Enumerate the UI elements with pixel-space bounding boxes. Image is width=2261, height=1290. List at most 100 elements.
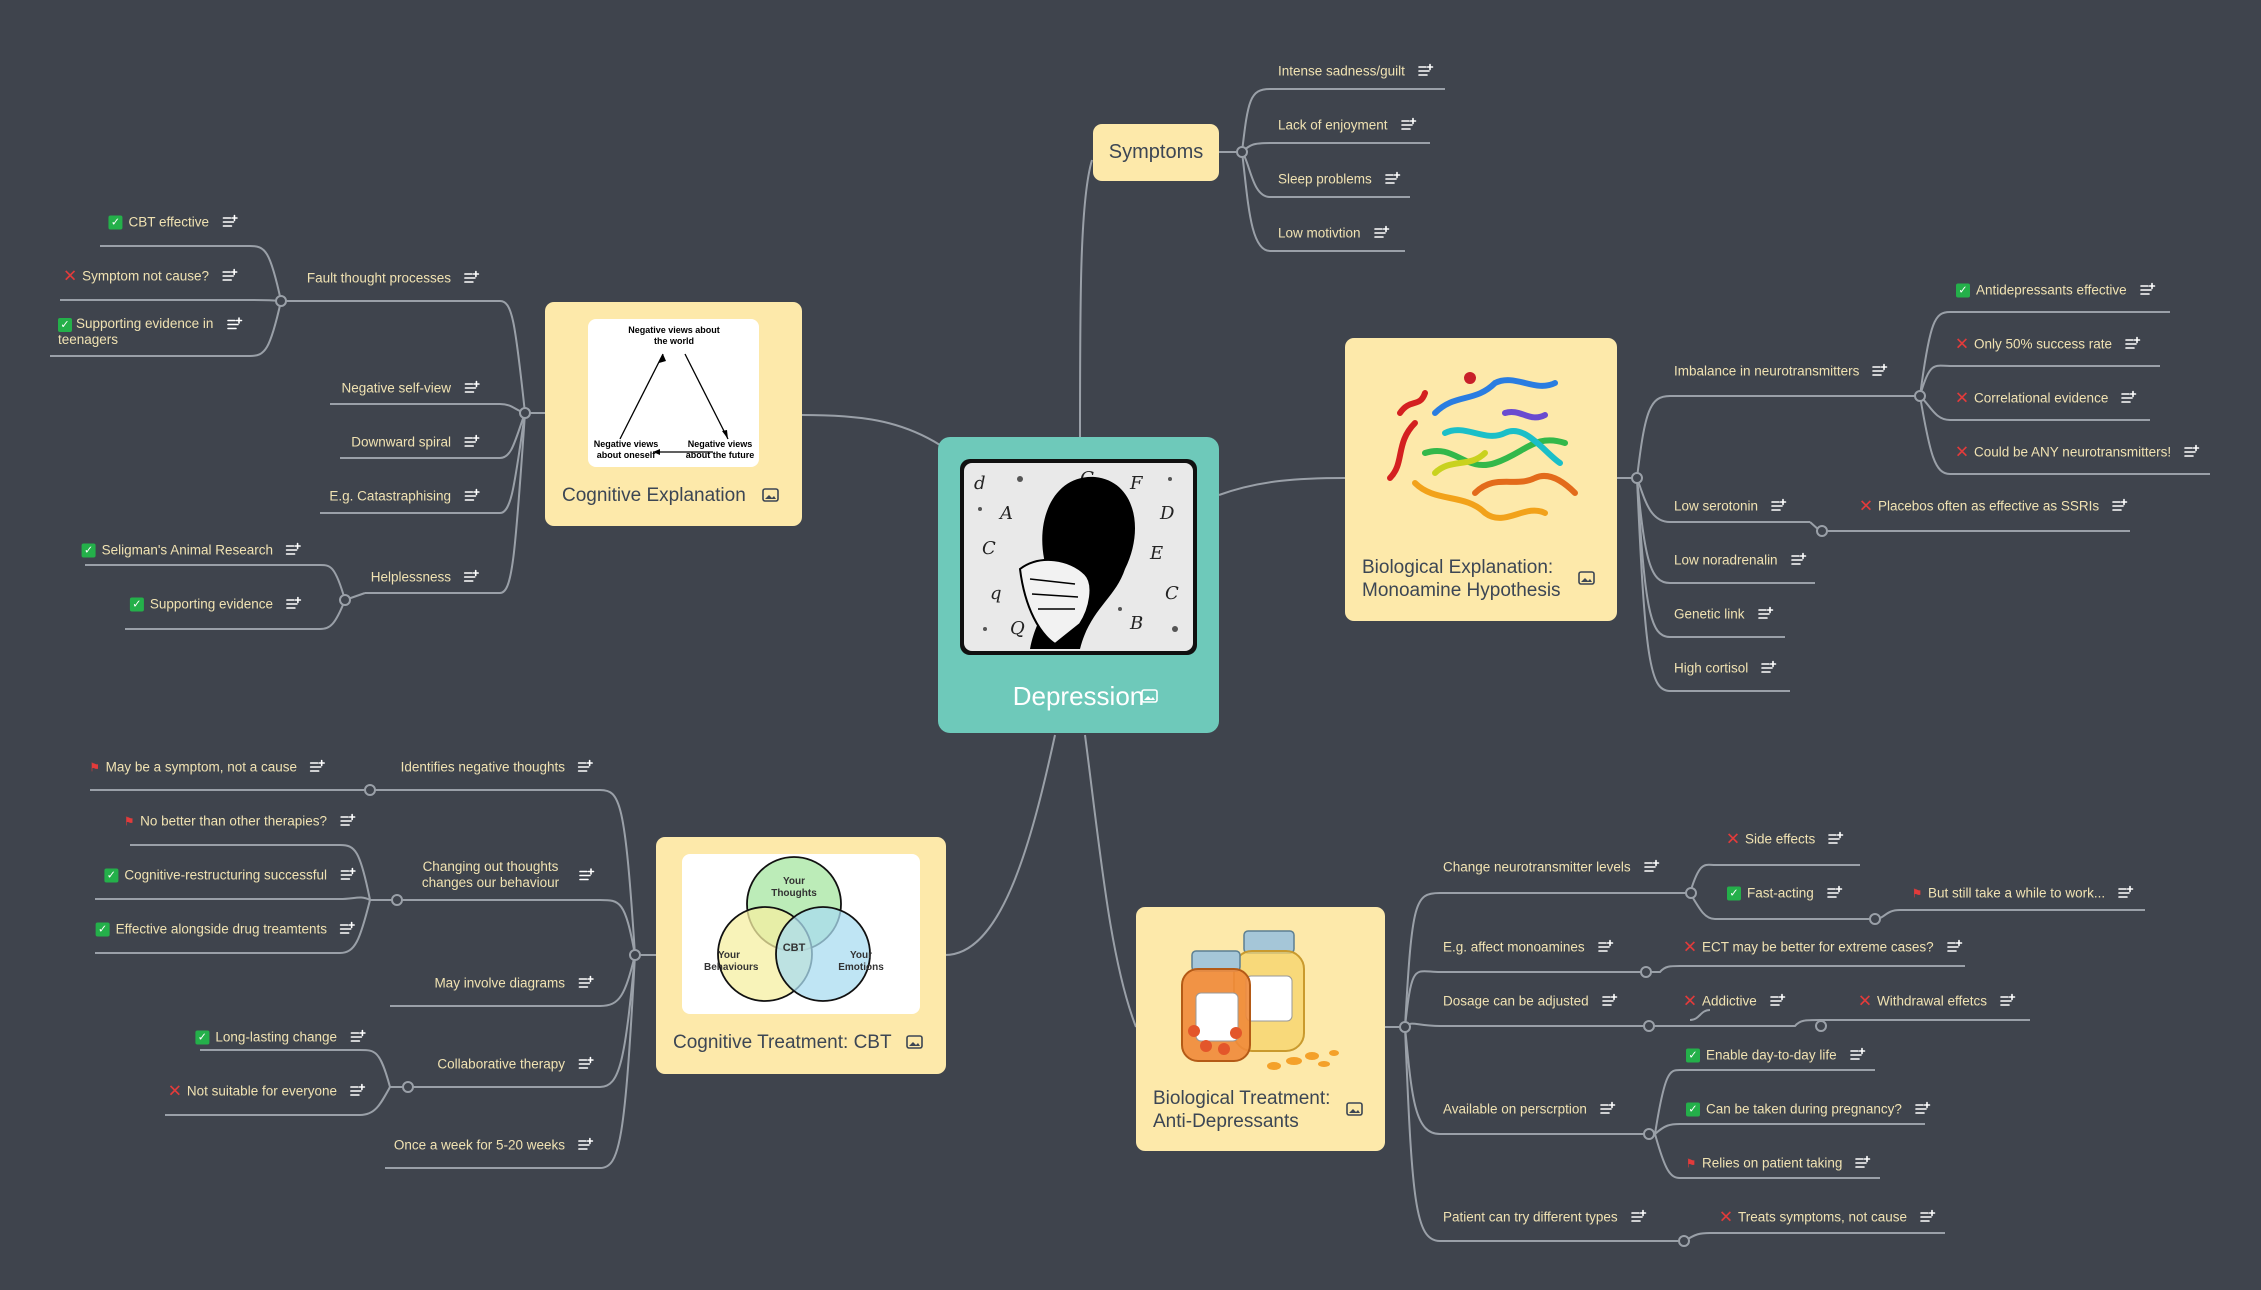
- connector-dot[interactable]: [1815, 1020, 1827, 1032]
- note-icon[interactable]: [1760, 660, 1777, 677]
- note-icon[interactable]: [1849, 1047, 1866, 1064]
- leaf-item[interactable]: ⚑But still take a while to work...: [1912, 885, 2134, 902]
- leaf-item[interactable]: ✓Seligman's Animal Research: [81, 542, 302, 559]
- leaf-item[interactable]: ✕Could be ANY neurotransmitters!: [1955, 443, 2200, 461]
- connector-dot[interactable]: [1643, 1128, 1655, 1140]
- leaf-item[interactable]: ✓Fast-acting: [1727, 885, 1843, 902]
- note-icon[interactable]: [1790, 552, 1807, 569]
- central-topic[interactable]: dAC FDE CqQ BG Depression: [938, 437, 1219, 733]
- note-icon[interactable]: [1854, 1155, 1871, 1172]
- branch-change-levels[interactable]: Change neurotransmitter levels: [1443, 859, 1660, 876]
- leaf-item[interactable]: ✕Addictive: [1683, 992, 1786, 1010]
- leaf-item[interactable]: ✕Not suitable for everyone: [168, 1082, 366, 1100]
- note-icon[interactable]: [221, 214, 238, 231]
- note-icon[interactable]: [1400, 117, 1417, 134]
- connector-dot[interactable]: [629, 949, 641, 961]
- branch-affect-monoamines[interactable]: E.g. affect monoamines: [1443, 939, 1614, 956]
- connector-dot[interactable]: [1236, 146, 1248, 158]
- note-icon[interactable]: [285, 542, 302, 559]
- leaf-item[interactable]: ✓CBT effective: [108, 214, 238, 231]
- note-icon[interactable]: [577, 1056, 594, 1073]
- note-icon[interactable]: [339, 921, 356, 938]
- connector-dot[interactable]: [519, 407, 531, 419]
- leaf-item[interactable]: ✕ECT may be better for extreme cases?: [1683, 938, 1963, 956]
- leaf-item[interactable]: ✓Antidepressants effective: [1956, 282, 2156, 299]
- note-icon[interactable]: [2111, 498, 2128, 515]
- connector-dot[interactable]: [402, 1081, 414, 1093]
- note-icon[interactable]: [1384, 171, 1401, 188]
- branch-catastraphising[interactable]: E.g. Catastraphising: [329, 488, 480, 505]
- topic-biological-treatment[interactable]: Biological Treatment: Anti-Depressants: [1136, 907, 1385, 1151]
- note-icon[interactable]: [339, 867, 356, 884]
- branch-once-a-week[interactable]: Once a week for 5-20 weeks: [394, 1137, 594, 1154]
- note-icon[interactable]: [1597, 939, 1614, 956]
- leaf-item[interactable]: ✓Long-lasting change: [195, 1029, 366, 1046]
- leaf-item[interactable]: ⚑Relies on patient taking: [1686, 1155, 1871, 1172]
- note-icon[interactable]: [1417, 63, 1434, 80]
- connector-dot[interactable]: [1640, 966, 1652, 978]
- image-icon[interactable]: [762, 488, 779, 502]
- note-icon[interactable]: [2120, 390, 2137, 407]
- leaf-item[interactable]: ✕Withdrawal effetcs: [1858, 992, 2016, 1010]
- leaf-item[interactable]: ✕Placebos often as effective as SSRIs: [1859, 497, 2128, 515]
- note-icon[interactable]: [1599, 1101, 1616, 1118]
- topic-cognitive-treatment[interactable]: Your Thoughts Your Behaviours Your Emoti…: [656, 837, 946, 1074]
- branch-high-cortisol[interactable]: High cortisol: [1674, 660, 1777, 677]
- branch-changing[interactable]: Changing out thoughts changes our behavi…: [415, 859, 595, 891]
- note-icon[interactable]: [1769, 993, 1786, 1010]
- branch-different-types[interactable]: Patient can try different types: [1443, 1209, 1647, 1226]
- leaf-item[interactable]: ✕Correlational evidence: [1955, 389, 2137, 407]
- note-icon[interactable]: [1770, 498, 1787, 515]
- leaf-item[interactable]: ✓Effective alongside drug treamtents: [95, 921, 356, 938]
- leaf-item[interactable]: ✕Treats symptoms, not cause: [1719, 1208, 1936, 1226]
- note-icon[interactable]: [1871, 363, 1888, 380]
- leaf-item[interactable]: ⚑No better than other therapies?: [124, 813, 356, 830]
- note-icon[interactable]: [463, 569, 480, 586]
- connector-dot[interactable]: [1399, 1021, 1411, 1033]
- note-icon[interactable]: [1826, 885, 1843, 902]
- connector-dot[interactable]: [364, 784, 376, 796]
- note-icon[interactable]: [1999, 993, 2016, 1010]
- leaf-item[interactable]: ✕Side effects: [1726, 830, 1844, 848]
- connector-dot[interactable]: [1678, 1235, 1690, 1247]
- note-icon[interactable]: [577, 1137, 594, 1154]
- leaf-item[interactable]: ✓Can be taken during pregnancy?: [1686, 1101, 1931, 1118]
- note-icon[interactable]: [339, 813, 356, 830]
- note-icon[interactable]: [309, 759, 326, 776]
- connector-dot[interactable]: [1914, 390, 1926, 402]
- note-icon[interactable]: [226, 316, 243, 333]
- note-icon[interactable]: [577, 975, 594, 992]
- branch-identifies[interactable]: Identifies negative thoughts: [401, 759, 594, 776]
- image-icon[interactable]: [1578, 571, 1595, 585]
- image-icon[interactable]: [906, 1035, 923, 1049]
- note-icon[interactable]: [463, 488, 480, 505]
- leaf-item[interactable]: ✓Enable day-to-day life: [1686, 1047, 1866, 1064]
- note-icon[interactable]: [2117, 885, 2134, 902]
- branch-dosage[interactable]: Dosage can be adjusted: [1443, 993, 1618, 1010]
- topic-cognitive-explanation[interactable]: Negative views about the world Negative …: [545, 302, 802, 526]
- symptom-item[interactable]: Intense sadness/guilt: [1278, 63, 1434, 80]
- branch-prescription[interactable]: Available on perscrption: [1443, 1101, 1616, 1118]
- symptom-item[interactable]: Lack of enjoyment: [1278, 117, 1417, 134]
- note-icon[interactable]: [1601, 993, 1618, 1010]
- note-icon[interactable]: [2183, 444, 2200, 461]
- branch-low-serotonin[interactable]: Low serotonin: [1674, 498, 1787, 515]
- connector-dot[interactable]: [1643, 1020, 1655, 1032]
- topic-symptoms[interactable]: Symptoms: [1093, 124, 1219, 181]
- note-icon[interactable]: [221, 268, 238, 285]
- note-icon[interactable]: [577, 759, 594, 776]
- note-icon[interactable]: [349, 1029, 366, 1046]
- connector-dot[interactable]: [1816, 525, 1828, 537]
- note-icon[interactable]: [2124, 336, 2141, 353]
- leaf-item[interactable]: ✓Supporting evidence: [129, 596, 302, 613]
- image-icon[interactable]: [1141, 689, 1158, 703]
- note-icon[interactable]: [463, 380, 480, 397]
- leaf-item[interactable]: ⚑May be a symptom, not a cause: [89, 759, 326, 776]
- connector-dot[interactable]: [339, 594, 351, 606]
- note-icon[interactable]: [463, 434, 480, 451]
- connector-dot[interactable]: [1631, 472, 1643, 484]
- note-icon[interactable]: [285, 596, 302, 613]
- connector-dot[interactable]: [1869, 913, 1881, 925]
- note-icon[interactable]: [1919, 1209, 1936, 1226]
- connector-dot[interactable]: [275, 295, 287, 307]
